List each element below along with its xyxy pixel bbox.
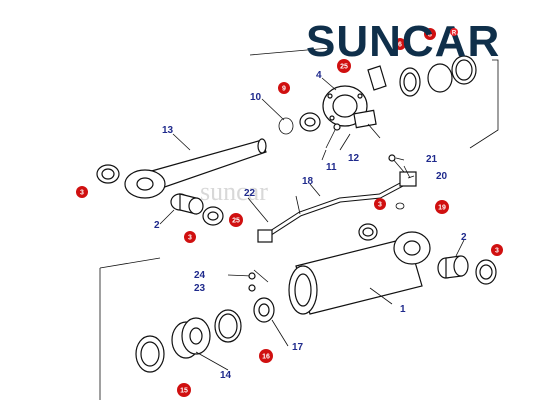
svg-text:R: R bbox=[452, 31, 457, 37]
seal-ring-right bbox=[475, 259, 497, 285]
red-marker-3-right: 3 bbox=[491, 244, 503, 256]
red-marker-3-left: 3 bbox=[76, 186, 88, 198]
svg-text:25: 25 bbox=[232, 218, 240, 225]
part-18-pipe bbox=[257, 171, 417, 243]
label-part-4: 4 bbox=[316, 70, 322, 81]
part-2-bushing-right bbox=[437, 255, 469, 279]
label-part-17: 17 bbox=[292, 342, 304, 353]
part-4-cylinder-head bbox=[322, 85, 377, 129]
frame-lines bbox=[99, 47, 499, 400]
small-washer bbox=[395, 202, 405, 210]
red-marker-3-center: 3 bbox=[374, 198, 386, 210]
label-part-14: 14 bbox=[220, 370, 232, 381]
label-part-10: 10 bbox=[250, 92, 262, 103]
red-marker-9: 9 bbox=[278, 82, 290, 94]
seal-ring-13 bbox=[96, 164, 120, 184]
label-part-23: 23 bbox=[194, 283, 206, 294]
svg-text:25: 25 bbox=[340, 64, 348, 71]
label-part-1: 1 bbox=[400, 304, 406, 315]
registered-icon: R bbox=[450, 28, 458, 37]
part-10-snap-ring bbox=[278, 117, 294, 135]
svg-text:3: 3 bbox=[495, 248, 499, 255]
red-marker-19: 19 bbox=[435, 200, 449, 214]
leader-lines bbox=[159, 77, 465, 371]
red-markers: 3 3 3 3 9 15 16 19 bbox=[76, 28, 503, 397]
svg-text:3: 3 bbox=[188, 235, 192, 242]
part-9-ring bbox=[299, 112, 321, 132]
part-17-nut bbox=[253, 297, 275, 323]
part-23-24-fittings bbox=[227, 269, 269, 292]
red-marker-15: 15 bbox=[177, 383, 191, 397]
part-number-labels: 1 2 2 4 10 11 12 13 14 17 18 20 21 22 23… bbox=[154, 70, 467, 381]
label-part-13: 13 bbox=[162, 125, 174, 136]
label-part-2-left: 2 bbox=[154, 220, 160, 231]
suncar-logo: SUNCAR R bbox=[306, 17, 500, 66]
logo-text: SUNCAR bbox=[306, 17, 500, 66]
svg-text:3: 3 bbox=[378, 202, 382, 209]
label-part-18: 18 bbox=[302, 176, 314, 187]
label-part-12: 12 bbox=[348, 153, 360, 164]
part-14-piston bbox=[171, 317, 211, 359]
red-marker-16: 16 bbox=[259, 349, 273, 363]
red-marker-6: 6 bbox=[394, 38, 406, 50]
label-part-21: 21 bbox=[426, 154, 438, 165]
part-2-bushing-left bbox=[170, 193, 204, 215]
svg-text:3: 3 bbox=[80, 190, 84, 197]
part-1-cylinder-tube bbox=[288, 231, 431, 315]
svg-text:6: 6 bbox=[398, 42, 402, 49]
part-13-piston-rod bbox=[124, 138, 267, 199]
part-16-ring bbox=[214, 309, 242, 343]
seal-ring-left-lower bbox=[202, 206, 224, 226]
svg-text:16: 16 bbox=[262, 354, 270, 361]
red-marker-8: 8 bbox=[424, 28, 436, 40]
label-part-2-right: 2 bbox=[461, 232, 467, 243]
watermark-text: suncar bbox=[200, 177, 268, 206]
seal-ring-center bbox=[358, 223, 378, 241]
red-marker-25-center: 25 bbox=[229, 213, 243, 227]
svg-text:8: 8 bbox=[428, 32, 432, 39]
label-part-22: 22 bbox=[244, 188, 256, 199]
svg-text:9: 9 bbox=[282, 86, 286, 93]
label-part-24: 24 bbox=[194, 270, 206, 281]
label-part-20: 20 bbox=[436, 171, 448, 182]
label-part-11: 11 bbox=[326, 162, 337, 173]
red-marker-3-center-left: 3 bbox=[184, 231, 196, 243]
svg-text:19: 19 bbox=[438, 205, 446, 212]
top-bushing-set bbox=[367, 55, 477, 97]
part-15-seal bbox=[135, 335, 165, 373]
red-marker-25-top: 25 bbox=[337, 59, 351, 73]
part-20-21-bolt bbox=[388, 154, 411, 179]
svg-text:15: 15 bbox=[180, 388, 188, 395]
part-11-12-bolt bbox=[325, 123, 351, 151]
